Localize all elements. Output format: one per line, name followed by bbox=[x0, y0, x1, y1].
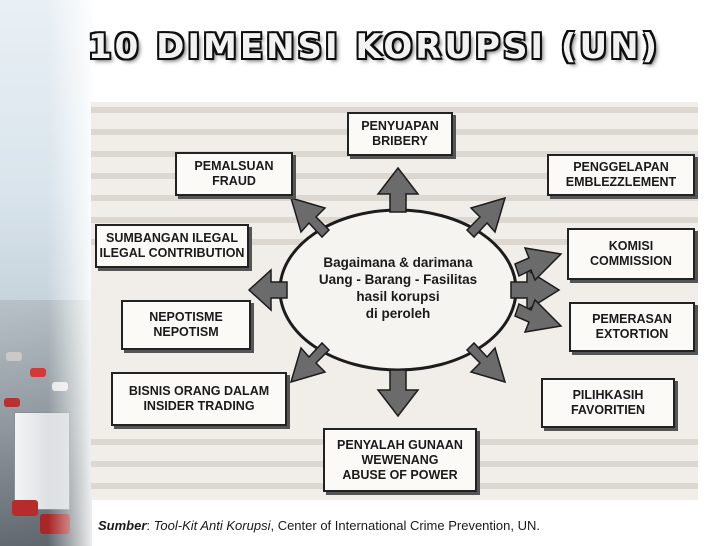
insider-label-id: BISNIS ORANG DALAM bbox=[128, 384, 270, 398]
abuse-label-id: PENYALAH GUNAAN bbox=[337, 437, 463, 452]
contribution-label-en: ILEGAL CONTRIBUTION bbox=[99, 246, 245, 260]
contribution-label-id: SUMBANGAN ILEGAL bbox=[106, 231, 238, 245]
corruption-dimensions-diagram: PENYUAPAN BRIBERY PEMALSUAN FRAUD PENGGE… bbox=[91, 102, 698, 500]
center-line-1: Bagaimana & darimana bbox=[323, 255, 473, 270]
fraud-label-en: FRAUD bbox=[212, 174, 256, 188]
source-citation: Sumber: Tool-Kit Anti Korupsi, Center of… bbox=[98, 518, 540, 533]
arrow-down bbox=[376, 369, 420, 418]
source-work: Tool-Kit Anti Korupsi bbox=[153, 518, 271, 533]
center-line-2: Uang - Barang - Fasilitas bbox=[318, 272, 478, 287]
arrow-lower-left bbox=[289, 341, 331, 384]
source-label: Sumber bbox=[98, 518, 147, 533]
car-image bbox=[30, 368, 46, 377]
extortion-label-en: EXTORTION bbox=[595, 327, 669, 341]
nepotism-label-en: NEPOTISM bbox=[153, 325, 219, 339]
arrow-right-lower bbox=[514, 298, 563, 333]
car-image bbox=[12, 500, 38, 516]
insider-label-en: INSIDER TRADING bbox=[143, 399, 255, 413]
box-favoritism: PILIHKASIH FAVORITIEN bbox=[541, 378, 675, 428]
source-separator: : bbox=[146, 518, 154, 533]
box-commission: KOMISI COMMISSION bbox=[567, 228, 695, 280]
abuse-label-en: ABUSE OF POWER bbox=[342, 467, 458, 482]
arrow-lower-right bbox=[465, 341, 507, 384]
center-text: Bagaimana & darimana Uang - Barang - Fas… bbox=[313, 254, 483, 322]
car-image bbox=[4, 398, 20, 407]
embezzlement-label-id: PENGGELAPAN bbox=[573, 160, 669, 174]
page-title: 10 DIMENSI KORUPSI (UN) bbox=[88, 27, 661, 67]
box-abuse-of-power: PENYALAH GUNAAN WEWENANG ABUSE OF POWER bbox=[323, 428, 477, 492]
bribery-label-en: BRIBERY bbox=[372, 134, 428, 148]
commission-label-en: COMMISSION bbox=[590, 254, 672, 268]
box-embezzlement: PENGGELAPAN EMBLEZZLEMENT bbox=[547, 154, 695, 196]
arrow-up bbox=[376, 166, 420, 213]
fraud-label-id: PEMALSUAN bbox=[194, 159, 274, 173]
photo-fade bbox=[48, 0, 98, 546]
box-bribery: PENYUAPAN BRIBERY bbox=[347, 112, 453, 156]
box-nepotism: NEPOTISME NEPOTISM bbox=[121, 300, 251, 350]
bribery-label-id: PENYUAPAN bbox=[361, 119, 439, 133]
favoritism-label-id: PILIHKASIH bbox=[572, 388, 644, 402]
box-fraud: PEMALSUAN FRAUD bbox=[175, 152, 293, 196]
center-line-3: hasil korupsi bbox=[356, 289, 440, 304]
arrow-right-upper bbox=[514, 247, 563, 282]
arrow-upper-right bbox=[465, 196, 507, 239]
abuse-label-id2: WEWENANG bbox=[361, 452, 439, 467]
arrow-upper-left bbox=[289, 196, 331, 239]
source-rest: , Center of International Crime Preventi… bbox=[270, 518, 540, 533]
arrow-left bbox=[247, 268, 288, 312]
commission-label-id: KOMISI bbox=[608, 239, 654, 253]
car-image bbox=[6, 352, 22, 361]
box-insider-trading: BISNIS ORANG DALAM INSIDER TRADING bbox=[111, 372, 287, 426]
favoritism-label-en: FAVORITIEN bbox=[570, 403, 646, 417]
nepotism-label-id: NEPOTISME bbox=[149, 310, 223, 324]
arrow-right bbox=[510, 268, 561, 312]
extortion-label-id: PEMERASAN bbox=[592, 312, 672, 326]
embezzlement-label-en: EMBLEZZLEMENT bbox=[565, 175, 677, 189]
box-illegal-contribution: SUMBANGAN ILEGAL ILEGAL CONTRIBUTION bbox=[95, 224, 249, 268]
box-extortion: PEMERASAN EXTORTION bbox=[569, 302, 695, 352]
center-line-4: di peroleh bbox=[365, 306, 431, 321]
